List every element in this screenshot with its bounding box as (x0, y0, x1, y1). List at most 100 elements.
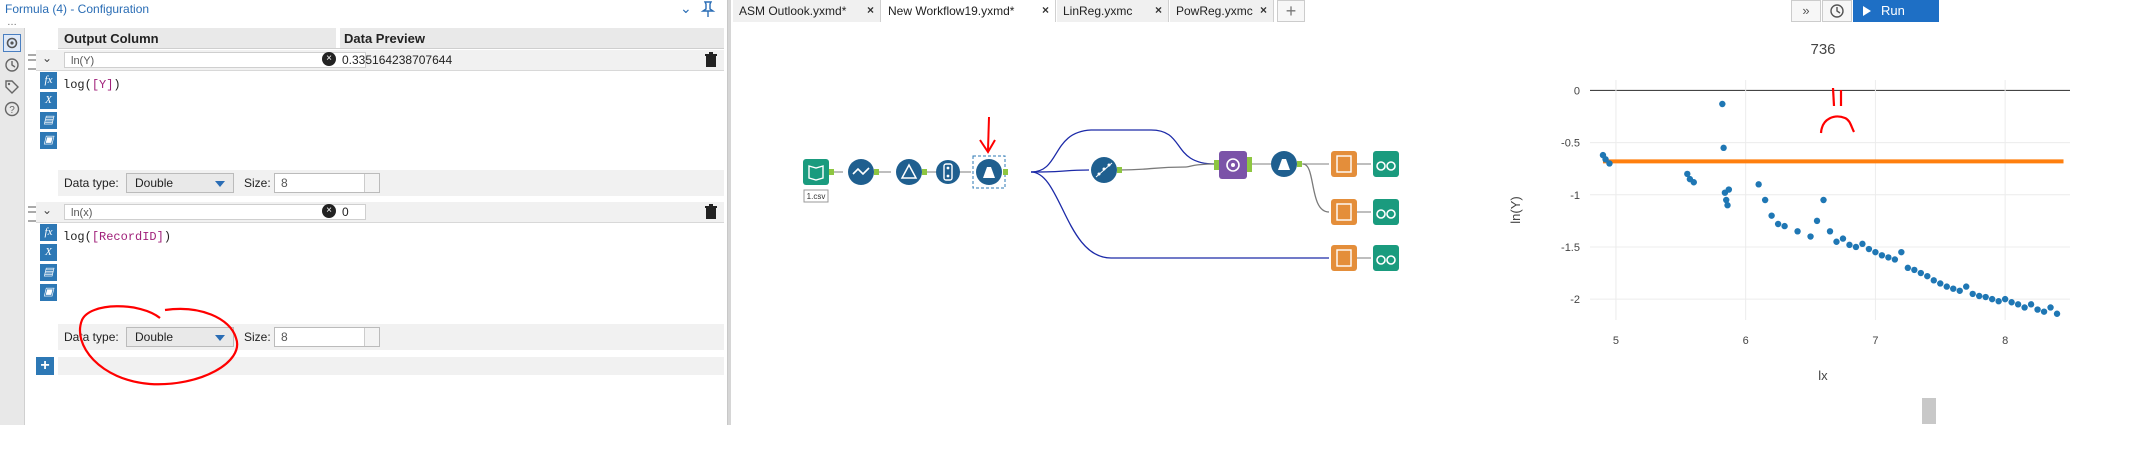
panel-splitter[interactable] (728, 0, 731, 425)
scatter-point (1885, 254, 1892, 261)
new-tab-button[interactable]: + (1277, 0, 1305, 22)
tab-linreg[interactable]: LinReg.yxmc × (1057, 0, 1169, 22)
scatter-point (1898, 248, 1905, 256)
header-output-column: Output Column (64, 31, 159, 46)
scatter-point (1891, 256, 1899, 263)
close-icon[interactable]: × (866, 3, 874, 17)
browse-node-1[interactable] (1373, 151, 1399, 177)
report-node-1[interactable] (1331, 151, 1357, 177)
scatter-point (1924, 272, 1931, 280)
scatter-point (1878, 252, 1886, 259)
size-spinner[interactable] (364, 174, 379, 192)
formula-config-panel: Formula (4) - Configuration ⌄ … ? Output… (0, 0, 728, 425)
workflow-canvas[interactable]: 1.csv (731, 22, 1431, 425)
folder-icon[interactable]: ▤ (40, 112, 57, 129)
output-column-name[interactable]: ln(x) (64, 204, 366, 220)
scatter-point (1813, 217, 1821, 225)
pin-icon[interactable] (700, 0, 716, 21)
browse-node-3[interactable] (1373, 245, 1399, 271)
expr-close: ) (163, 230, 172, 244)
config-title: Formula (4) - Configuration (5, 2, 150, 16)
data-type-select[interactable]: Double (126, 327, 234, 347)
selected-formula-node[interactable] (972, 155, 1008, 189)
data-type-select[interactable]: Double (126, 173, 234, 193)
scatter-point (1963, 283, 1970, 290)
scatter-point (1724, 202, 1731, 209)
folder-icon[interactable]: ▤ (40, 264, 57, 281)
dropdown-caret-icon[interactable] (215, 181, 225, 187)
expr-function: log( (63, 230, 92, 244)
tab-powreg[interactable]: PowReg.yxmc × (1170, 0, 1274, 22)
scrollbar-thumb[interactable] (1922, 398, 1936, 424)
trash-icon[interactable] (704, 52, 718, 73)
formula-node-2[interactable] (1271, 151, 1302, 177)
add-expression-button[interactable]: + (36, 357, 54, 375)
output-column-name[interactable]: ln(Y) (64, 52, 366, 68)
size-spinner[interactable] (364, 328, 379, 346)
report-node-3[interactable] (1331, 245, 1357, 271)
row-drag-handle[interactable] (28, 54, 36, 70)
scatter-point (1956, 287, 1963, 294)
left-rail: ? (0, 28, 25, 425)
clear-icon[interactable]: × (322, 52, 336, 66)
trash-icon[interactable] (704, 204, 718, 225)
fx-icon[interactable]: fx (40, 72, 57, 89)
tag-icon[interactable] (3, 78, 21, 96)
save-icon[interactable]: ▣ (40, 132, 57, 149)
input-data-node[interactable] (803, 159, 834, 185)
scatter-point (1969, 290, 1976, 298)
tab-new-workflow19[interactable]: New Workflow19.yxmd* × (882, 0, 1056, 22)
connection-lines (829, 129, 1371, 259)
history-button[interactable] (1822, 0, 1852, 22)
annotation-marks (1819, 87, 1855, 134)
report-node-2[interactable] (1331, 199, 1357, 225)
gear-icon[interactable] (3, 34, 21, 52)
scatter-point (1719, 100, 1726, 108)
fx-icon[interactable]: fx (40, 224, 57, 241)
expression-editor[interactable]: log([Y]) (63, 78, 121, 92)
size-input[interactable]: 8 (274, 173, 380, 193)
more-button[interactable]: » (1791, 0, 1821, 22)
expression-tool-strip: fx X ▤ ▣ (40, 72, 58, 152)
close-icon[interactable]: × (1259, 3, 1267, 17)
workflow-icon[interactable] (3, 56, 21, 74)
chart-grid (1590, 80, 2070, 320)
chevron-down-icon[interactable]: ⌄ (42, 203, 53, 217)
row-drag-handle[interactable] (28, 206, 36, 222)
record-id-node[interactable] (896, 159, 927, 185)
tab-asm-outlook[interactable]: ASM Outlook.yxmd* × (733, 0, 881, 22)
close-icon[interactable]: × (1041, 3, 1049, 17)
regression-node[interactable] (1091, 157, 1122, 183)
help-icon[interactable]: ? (3, 100, 21, 118)
save-icon[interactable]: ▣ (40, 284, 57, 301)
close-icon[interactable]: × (1154, 3, 1162, 17)
chevron-down-icon[interactable]: ⌄ (42, 51, 53, 65)
size-input[interactable]: 8 (274, 327, 380, 347)
expression-editor[interactable]: log([RecordID]) (63, 230, 171, 244)
variable-x-icon[interactable]: X (40, 244, 57, 261)
y-tick-label: -2 (1570, 294, 1580, 306)
formula-node[interactable] (936, 160, 960, 184)
clear-icon[interactable]: × (322, 204, 336, 218)
formula-row-header: ⌄ ln(x) × 0 (36, 202, 724, 223)
scatter-point (1807, 233, 1814, 240)
variable-x-icon[interactable]: X (40, 92, 57, 109)
scatter-point (2027, 301, 2035, 308)
browse-node-2[interactable] (1373, 199, 1399, 225)
x-tick-label: 7 (1872, 335, 1878, 347)
chevron-down-icon[interactable]: ⌄ (680, 0, 692, 16)
run-button[interactable]: Run (1853, 0, 1939, 22)
scatter-point (2008, 299, 2015, 306)
select-node[interactable] (848, 159, 879, 185)
scatter-point (1602, 156, 1609, 163)
datatype-bar: Data type: Double Size: 8 (58, 170, 724, 196)
join-node[interactable] (1214, 151, 1252, 179)
header-data-preview: Data Preview (344, 31, 425, 46)
dropdown-caret-icon[interactable] (215, 335, 225, 341)
rail-more-icon[interactable]: … (7, 17, 17, 28)
scatter-point (2001, 295, 2009, 303)
scatter-point (1859, 240, 1866, 248)
header-divider[interactable] (336, 28, 340, 48)
